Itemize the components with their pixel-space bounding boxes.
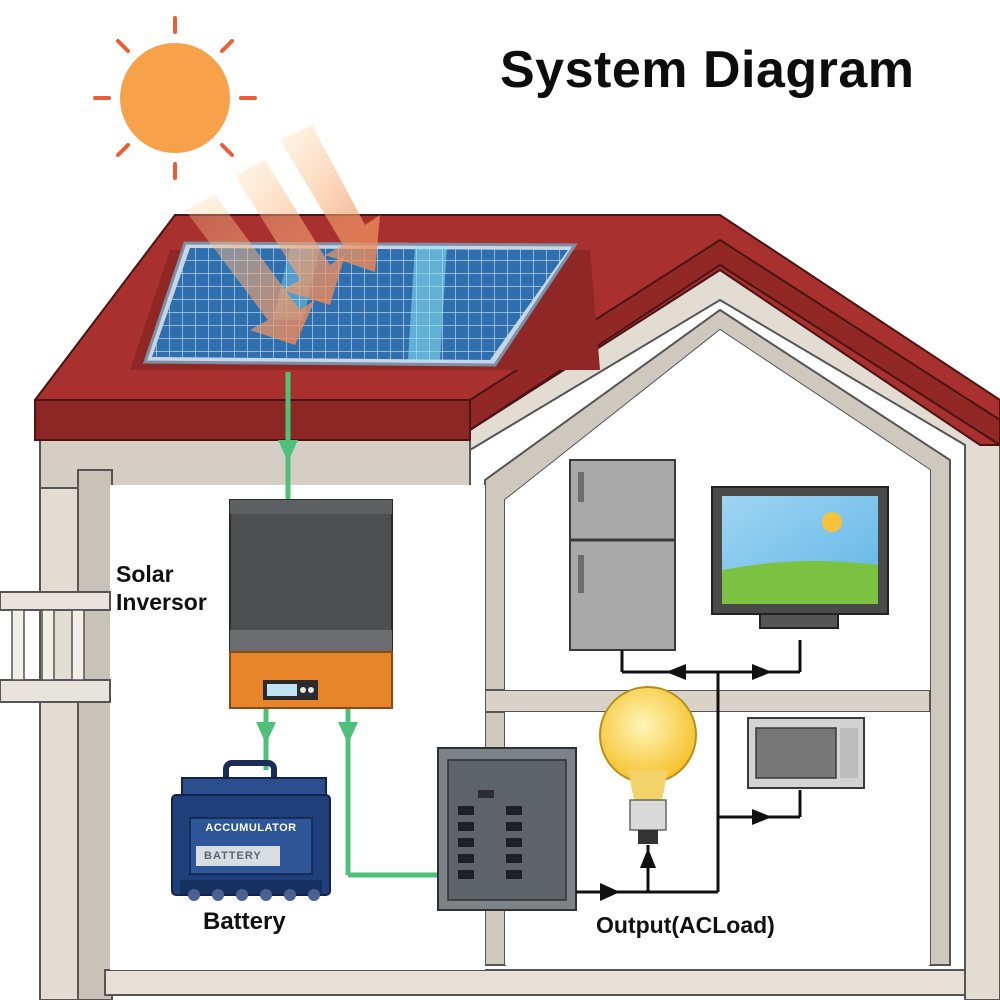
tv-icon (711, 486, 889, 629)
battery-label: Battery (203, 908, 286, 935)
inverter-label: Solar Inversor (116, 560, 207, 616)
sun-icon (93, 16, 257, 180)
battery-brand-text: ACCUMULATOR (205, 822, 297, 834)
inverter-label-line1: Solar (116, 561, 174, 587)
microwave-icon (747, 717, 865, 789)
sun-rays (185, 125, 380, 345)
battery-caption-text: BATTERY (204, 850, 262, 862)
balcony-railing (0, 591, 111, 703)
inverter-icon (229, 499, 393, 709)
dc-flow-arrows (256, 440, 358, 744)
light-bulb-icon (599, 686, 697, 844)
battery-terminals (188, 889, 320, 901)
ac-output-arrows (600, 664, 772, 901)
battery-icon (171, 760, 331, 896)
fridge-icon (569, 459, 676, 651)
inverter-label-line2: Inversor (116, 589, 207, 615)
output-label: Output(ACLoad) (596, 912, 775, 938)
diagram-title: System Diagram (500, 41, 915, 99)
breaker-panel-icon (437, 747, 577, 911)
